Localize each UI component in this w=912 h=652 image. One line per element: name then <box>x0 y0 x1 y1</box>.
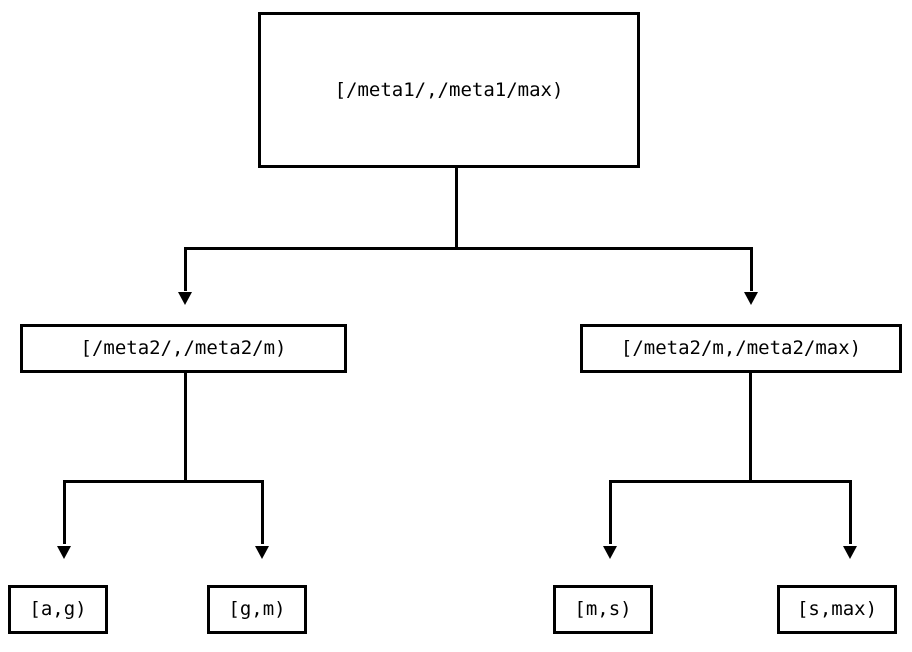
arrowhead-level2-right-to-leaf-s-max <box>843 546 857 559</box>
edge-level2-left-branch-bar <box>63 480 264 483</box>
tree-leaf-g-m[interactable]: [g,m) <box>207 585 307 634</box>
tree-leaf-a-g-label: [a,g) <box>29 598 87 620</box>
edge-level2-left-stem <box>184 373 187 483</box>
arrowhead-root-to-level2-left <box>178 292 192 305</box>
tree-node-level2-right-label: [/meta2/m,/meta2/max) <box>620 337 862 359</box>
tree-leaf-s-max[interactable]: [s,max) <box>777 585 897 634</box>
edge-level2-left-to-leaf-a-g <box>63 480 66 544</box>
tree-leaf-s-max-label: [s,max) <box>796 598 878 620</box>
edge-level2-right-to-leaf-m-s <box>609 480 612 544</box>
arrowhead-level2-right-to-leaf-m-s <box>603 546 617 559</box>
edge-level2-left-to-leaf-g-m <box>261 480 264 544</box>
arrowhead-root-to-level2-right <box>744 292 758 305</box>
tree-node-root-label: [/meta1/,/meta1/max) <box>334 78 564 101</box>
tree-leaf-m-s[interactable]: [m,s) <box>553 585 653 634</box>
arrowhead-level2-left-to-leaf-a-g <box>57 546 71 559</box>
edge-level2-right-branch-bar <box>609 480 852 483</box>
edge-root-branch-bar <box>184 247 753 250</box>
tree-node-level2-left-label: [/meta2/,/meta2/m) <box>80 337 287 359</box>
tree-node-root[interactable]: [/meta1/,/meta1/max) <box>258 12 640 168</box>
tree-leaf-m-s-label: [m,s) <box>574 598 632 620</box>
tree-node-level2-right[interactable]: [/meta2/m,/meta2/max) <box>580 324 902 373</box>
tree-node-level2-left[interactable]: [/meta2/,/meta2/m) <box>20 324 347 373</box>
edge-root-to-level2-right <box>750 247 753 291</box>
edge-root-to-level2-left <box>184 247 187 291</box>
arrowhead-level2-left-to-leaf-g-m <box>255 546 269 559</box>
edge-level2-right-to-leaf-s-max <box>849 480 852 544</box>
edge-root-stem <box>455 168 458 250</box>
edge-level2-right-stem <box>749 373 752 483</box>
tree-leaf-g-m-label: [g,m) <box>228 598 286 620</box>
tree-leaf-a-g[interactable]: [a,g) <box>8 585 108 634</box>
